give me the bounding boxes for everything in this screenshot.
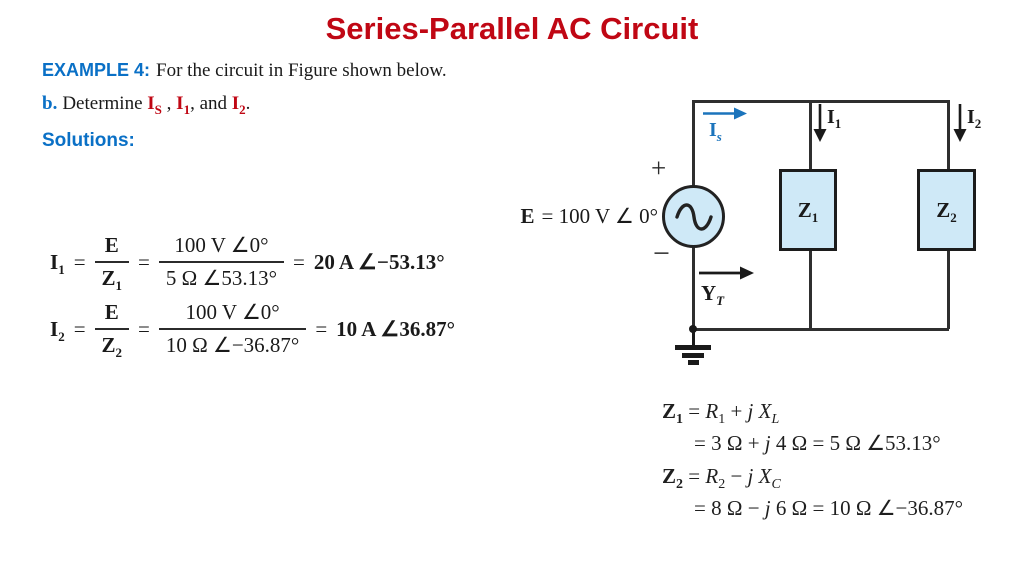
z2-equation-line2: = 8 Ω − j 6 Ω = 10 Ω ∠−36.87° (694, 496, 964, 520)
wire (809, 100, 812, 170)
example-text: For the circuit in Figure shown below. (156, 60, 447, 81)
equals-sign: = (292, 249, 305, 274)
ground-icon (682, 353, 704, 358)
equals-sign: = (138, 316, 150, 341)
is-current-label: Is (709, 119, 722, 144)
eq-i1-lhs: I1 (50, 249, 65, 277)
z2-label: Z2 (936, 197, 957, 225)
example-label: EXAMPLE 4: (42, 60, 151, 80)
wire (692, 100, 949, 103)
z2-impedance-box: Z2 (917, 169, 976, 251)
minus-terminal: − (653, 237, 670, 270)
wire (809, 249, 812, 329)
solutions-label: Solutions: (42, 130, 135, 151)
eq-i1-result: 20 A ∠−53.13° (313, 249, 445, 274)
z1-equation-line1: Z1 = R1 + j XL (662, 399, 780, 428)
equals-sign: = (138, 249, 150, 274)
separator: . (245, 93, 251, 114)
eq-i2-value-fraction: 100 V ∠0° 10 Ω ∠−36.87° (158, 300, 307, 358)
ground-icon (688, 360, 699, 365)
equation-i1: I1 = E Z1 = 100 V ∠0° 5 Ω ∠53.13° = 20 A… (50, 232, 464, 292)
current-symbol-i2: I2 (231, 93, 246, 117)
part-lead: Determine (62, 93, 143, 114)
plus-terminal: + (651, 153, 667, 183)
equation-i2: I2 = E Z2 = 100 V ∠0° 10 Ω ∠−36.87° = 10… (50, 299, 464, 359)
source-voltage-label: E= 100 V ∠ 0° (520, 204, 659, 228)
equals-sign: = (73, 249, 86, 274)
wire (692, 246, 695, 330)
current-symbol-i1: I1 (176, 93, 191, 117)
current-equations: I1 = E Z1 = 100 V ∠0° 5 Ω ∠53.13° = 20 A… (50, 232, 464, 366)
i2-arrow-icon (953, 104, 967, 142)
z1-equation-line2: = 3 Ω + j 4 Ω = 5 Ω ∠53.13° (694, 431, 941, 455)
i1-current-label: I1 (827, 106, 842, 131)
i1-arrow-icon (813, 104, 827, 142)
eq-i2-lhs: I2 (50, 316, 65, 344)
sine-wave-icon (674, 202, 713, 231)
page-title: Series-Parallel AC Circuit (325, 11, 699, 46)
separator: , and (190, 93, 232, 114)
z2-equation-line1: Z2 = R2 − j XC (662, 464, 781, 493)
example-line: EXAMPLE 4:For the circuit in Figure show… (42, 60, 447, 82)
determine-line: b.Determine IS , I1, and I2. (42, 93, 251, 117)
eq-i1-value-fraction: 100 V ∠0° 5 Ω ∠53.13° (158, 233, 284, 291)
ground-icon (692, 330, 695, 346)
i2-current-label: I2 (967, 106, 982, 131)
wire (947, 249, 950, 329)
separator: , (161, 93, 177, 114)
z1-label: Z1 (797, 197, 819, 225)
yt-admittance-label: YT (701, 281, 725, 309)
equals-sign: = (315, 316, 328, 341)
is-arrow-icon (703, 107, 747, 120)
eq-i2-result: 10 A ∠36.87° (336, 316, 455, 341)
wire (692, 100, 695, 186)
eq-i1-symbolic-fraction: E Z1 (94, 233, 130, 292)
current-symbol-is: IS (147, 93, 162, 117)
equals-sign: = (73, 316, 86, 341)
eq-i2-symbolic-fraction: E Z2 (94, 300, 130, 359)
wire (947, 100, 950, 170)
wire (692, 328, 949, 331)
ac-source-icon (662, 185, 725, 248)
z1-impedance-box: Z1 (779, 169, 837, 251)
ground-icon (675, 345, 711, 350)
part-label: b. (42, 93, 58, 114)
junction-dot (689, 325, 697, 333)
yt-arrow-icon (699, 266, 754, 280)
